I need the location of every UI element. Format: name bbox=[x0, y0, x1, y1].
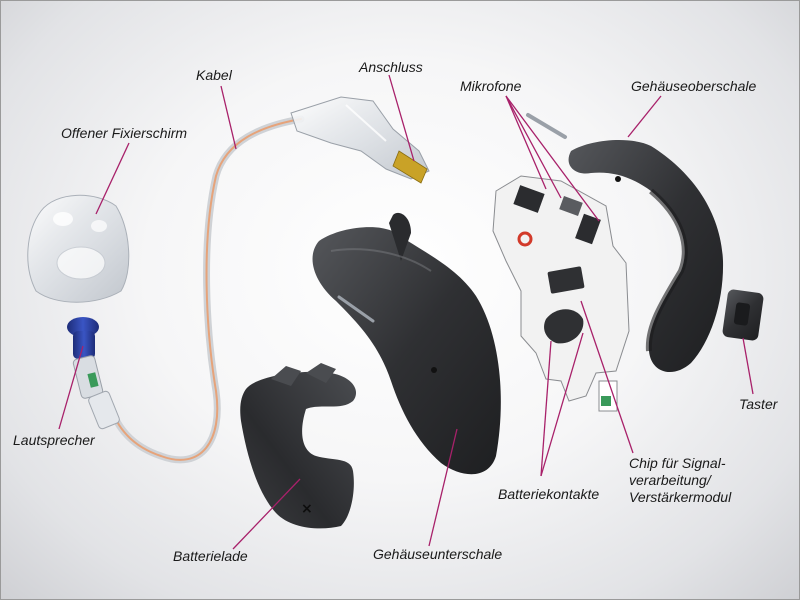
label-gehaeuseoberschale: Gehäuseoberschale bbox=[631, 78, 757, 94]
leader-chip bbox=[580, 300, 634, 454]
svg-text:×: × bbox=[301, 501, 313, 517]
connector bbox=[290, 96, 430, 184]
label-anschluss: Anschluss bbox=[359, 59, 423, 75]
leader-kabel bbox=[220, 85, 237, 150]
label-chip-line1: Chip für Signal- bbox=[629, 455, 726, 471]
push-button bbox=[722, 289, 764, 341]
leader-unterschale bbox=[428, 428, 458, 547]
label-lautsprecher: Lautsprecher bbox=[13, 432, 95, 448]
label-taster: Taster bbox=[739, 396, 778, 412]
label-chip: Chip für Signal- verarbeitung/ Verstärke… bbox=[629, 455, 731, 506]
cable bbox=[107, 115, 305, 464]
leader-batterielade bbox=[232, 478, 301, 550]
leader-oberschale bbox=[627, 95, 662, 138]
lower-housing-shell bbox=[312, 212, 501, 475]
leader-kontakte-b bbox=[540, 332, 584, 477]
battery-drawer: × bbox=[240, 363, 357, 529]
upper-housing-shell bbox=[568, 139, 724, 373]
leader-fixierschirm bbox=[95, 142, 130, 215]
label-fixierschirm: Offener Fixierschirm bbox=[61, 125, 188, 141]
leader-lautsprecher bbox=[58, 345, 84, 430]
leader-mikrofone-a bbox=[505, 95, 547, 190]
label-batteriekontakte: Batteriekontakte bbox=[498, 486, 600, 502]
mic-pin bbox=[526, 113, 567, 139]
leader-taster bbox=[742, 337, 754, 395]
label-chip-line2: verarbeitung/ bbox=[629, 472, 711, 488]
leader-kontakte-a bbox=[540, 340, 552, 477]
label-mikrofone: Mikrofone bbox=[460, 78, 522, 94]
leader-mikrofone-c bbox=[505, 95, 562, 199]
open-dome bbox=[27, 194, 130, 303]
electronics-frame bbox=[492, 175, 630, 412]
label-kabel: Kabel bbox=[196, 67, 232, 83]
leader-lines bbox=[58, 74, 754, 550]
label-gehaeuseunterschale: Gehäuseunterschale bbox=[373, 546, 503, 562]
label-batterielade: Batterielade bbox=[173, 548, 248, 564]
label-chip-line3: Verstärkermodul bbox=[629, 489, 732, 505]
receiver bbox=[67, 317, 120, 430]
leader-anschluss bbox=[388, 74, 415, 162]
leader-mikrofone-b bbox=[505, 95, 600, 222]
